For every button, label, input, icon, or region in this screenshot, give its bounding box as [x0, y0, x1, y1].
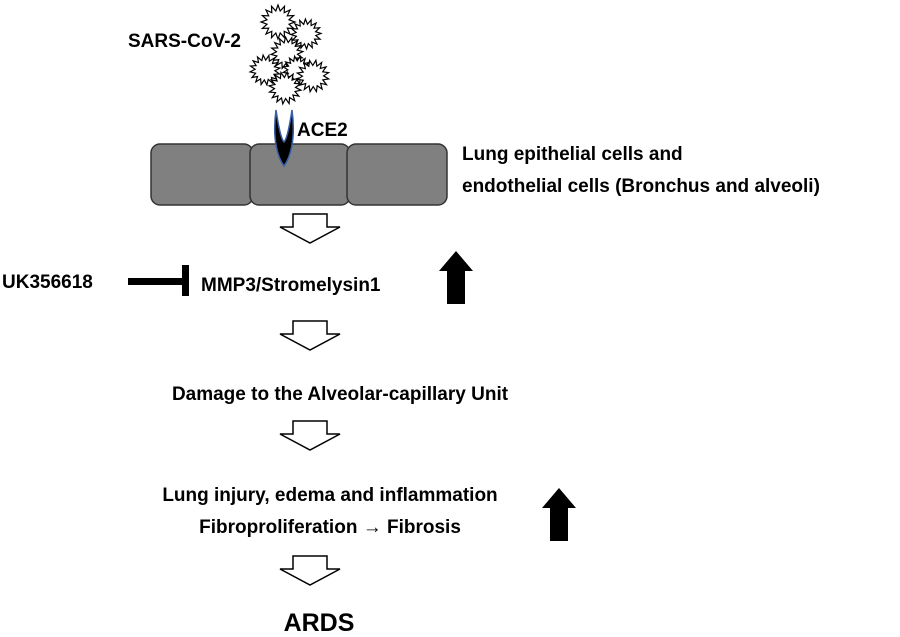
up-arrow-upregulation-1: [439, 251, 473, 304]
cells-label-line1: Lung epithelial cells and: [462, 144, 683, 165]
ace2-label: ACE2: [297, 120, 348, 141]
inhibition-bar: [128, 265, 189, 296]
virus-label: SARS-CoV-2: [128, 31, 241, 52]
ace2-receptor: [273, 109, 295, 168]
inhibitor-label: UK356618: [2, 272, 93, 293]
cell-1: [150, 143, 254, 206]
cell-layer: [150, 143, 448, 206]
down-arrow-2: [279, 320, 341, 351]
virus-particle: [248, 53, 282, 87]
cells-label-line2: endothelial cells (Bronchus and alveoli): [462, 176, 820, 197]
virus-particle: [295, 58, 331, 94]
injury-label-line2: Fibroproliferation → Fibrosis: [199, 517, 461, 538]
cell-2: [249, 143, 351, 206]
down-arrow-4: [279, 555, 341, 586]
cell-3: [346, 143, 448, 206]
outcome-label: ARDS: [284, 609, 355, 637]
damage-label: Damage to the Alveolar-capillary Unit: [172, 384, 509, 405]
virus-particle: [259, 3, 297, 41]
sars-cov-2-virus-cluster: [248, 3, 331, 106]
injury-label-line1: Lung injury, edema and inflammation: [162, 485, 497, 506]
up-arrow-upregulation-2: [542, 488, 576, 541]
virus-particle: [267, 70, 303, 106]
down-arrow-1: [279, 213, 341, 244]
down-arrow-3: [279, 420, 341, 451]
virus-particle: [289, 17, 323, 51]
target-label: MMP3/Stromelysin1: [201, 275, 381, 296]
